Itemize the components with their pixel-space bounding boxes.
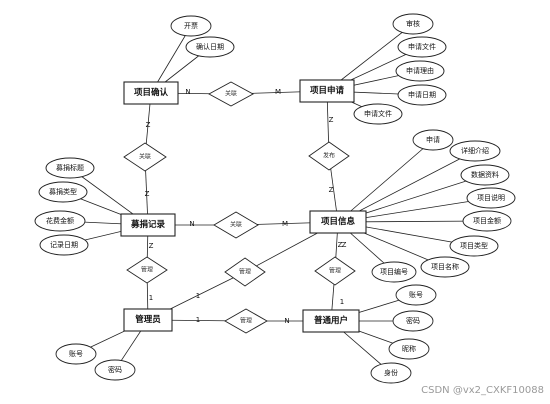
cardinality-label: 1 xyxy=(340,298,344,306)
attribute-label: 开票 xyxy=(184,22,198,30)
entity-box xyxy=(302,309,360,333)
attribute-label: 募捐标题 xyxy=(56,163,84,172)
relationship-label: 发布 xyxy=(323,152,335,160)
attribute-ellipse xyxy=(371,261,417,283)
cardinality-label: 1 xyxy=(196,316,200,324)
attribute-ellipse xyxy=(395,284,437,306)
relationship-diamond xyxy=(208,81,254,107)
attribute-ellipse xyxy=(449,235,499,257)
attribute-label: 密码 xyxy=(108,365,122,374)
cardinality-label: N xyxy=(284,317,289,325)
attribute-ellipse xyxy=(45,157,95,179)
cardinality-label: Z xyxy=(338,241,343,249)
attribute-label: 确认日期 xyxy=(196,42,224,51)
attribute-ellipse xyxy=(392,310,434,332)
attribute-link xyxy=(337,139,434,223)
attribute-label: 申请文件 xyxy=(364,109,392,118)
attribute-ellipse xyxy=(462,210,512,232)
cardinality-label: 1 xyxy=(196,292,200,300)
entity-label: 项目信息 xyxy=(321,216,356,227)
attribute-label: 密码 xyxy=(406,316,420,325)
attribute-ellipse xyxy=(39,234,89,256)
attribute-label: 花费金额 xyxy=(46,216,74,225)
cardinality-label: M xyxy=(275,88,281,96)
cardinality-label: 1 xyxy=(149,294,153,302)
attribute-ellipse xyxy=(55,343,97,365)
attribute-label: 详细介绍 xyxy=(461,146,489,155)
attribute-label: 项目类型 xyxy=(460,241,488,250)
relationship-diamond xyxy=(123,142,167,172)
cardinality-label: Z xyxy=(149,242,154,250)
attribute-ellipse xyxy=(395,60,445,82)
attribute-label: 申请文件 xyxy=(408,42,436,51)
attribute-ellipse xyxy=(460,164,510,186)
entity-label: 项目确认 xyxy=(134,87,169,98)
relationship-label: 管理 xyxy=(329,267,341,275)
attribute-ellipse xyxy=(38,181,88,203)
relationship-label: 关联 xyxy=(225,90,237,98)
attribute-label: 项目说明 xyxy=(477,193,505,202)
attribute-label: 审核 xyxy=(406,19,420,28)
attribute-label: 申请理由 xyxy=(406,66,434,75)
attribute-label: 账号 xyxy=(69,349,83,358)
entity-label: 普通用户 xyxy=(314,315,348,326)
attribute-label: 项目金额 xyxy=(473,216,501,225)
attribute-label: 募捐类型 xyxy=(49,187,77,196)
entity-label: 募捐记录 xyxy=(130,219,166,230)
attribute-ellipse xyxy=(370,362,412,384)
cardinality-label: Z xyxy=(329,116,334,124)
attribute-label: 项目名称 xyxy=(431,262,459,271)
attribute-ellipse xyxy=(94,359,136,381)
attribute-ellipse xyxy=(397,84,447,106)
relationship-label: 管理 xyxy=(240,317,252,325)
relationship-diamond xyxy=(308,141,350,171)
relationship-diamond xyxy=(314,256,356,286)
attribute-label: 昵称 xyxy=(402,344,416,353)
relationship-label: 管理 xyxy=(239,268,251,276)
cardinality-label: Z xyxy=(329,186,334,194)
relationship-diamond xyxy=(213,211,259,239)
attribute-ellipse xyxy=(449,140,501,162)
entity-label: 管理员 xyxy=(135,314,161,325)
cardinality-label: Z xyxy=(145,190,150,198)
attribute-label: 申请 xyxy=(426,135,440,144)
entity-box xyxy=(120,213,176,237)
relationship-diamond xyxy=(224,257,266,287)
relationship-diamond xyxy=(224,308,268,334)
relationship-label: 关联 xyxy=(139,153,151,161)
cardinality-label: N xyxy=(185,88,190,96)
entity-box xyxy=(123,308,173,332)
cardinality-label: Z xyxy=(146,121,151,129)
attribute-label: 账号 xyxy=(409,290,423,299)
attribute-ellipse xyxy=(412,129,454,151)
entity-label: 项目申请 xyxy=(310,85,345,96)
watermark: CSDN @vx2_CXKF10088 xyxy=(421,385,544,396)
relationship-label: 管理 xyxy=(141,266,153,274)
attribute-label: 身份 xyxy=(384,368,398,377)
entity-box xyxy=(309,210,367,234)
attribute-ellipse xyxy=(392,13,434,35)
cardinality-label: M xyxy=(282,220,288,228)
attribute-ellipse xyxy=(420,256,470,278)
attribute-ellipse xyxy=(353,103,403,125)
attribute-label: 数据资料 xyxy=(471,170,499,179)
attribute-ellipse xyxy=(466,187,516,209)
attribute-label: 申请日期 xyxy=(408,90,436,99)
relationship-diamond xyxy=(126,256,168,284)
cardinality-label: Z xyxy=(342,241,347,249)
entity-box xyxy=(123,81,179,105)
attribute-ellipse xyxy=(34,210,86,232)
attribute-ellipse xyxy=(170,15,212,37)
attribute-link xyxy=(337,150,476,223)
cardinality-label: N xyxy=(189,220,194,228)
attribute-ellipse xyxy=(185,36,235,58)
attribute-ellipse xyxy=(388,338,430,360)
attribute-label: 项目编号 xyxy=(380,267,408,276)
relationship-label: 关联 xyxy=(230,221,242,229)
attribute-ellipse xyxy=(397,36,447,58)
attribute-label: 记录日期 xyxy=(50,241,78,249)
entity-box xyxy=(299,79,355,103)
